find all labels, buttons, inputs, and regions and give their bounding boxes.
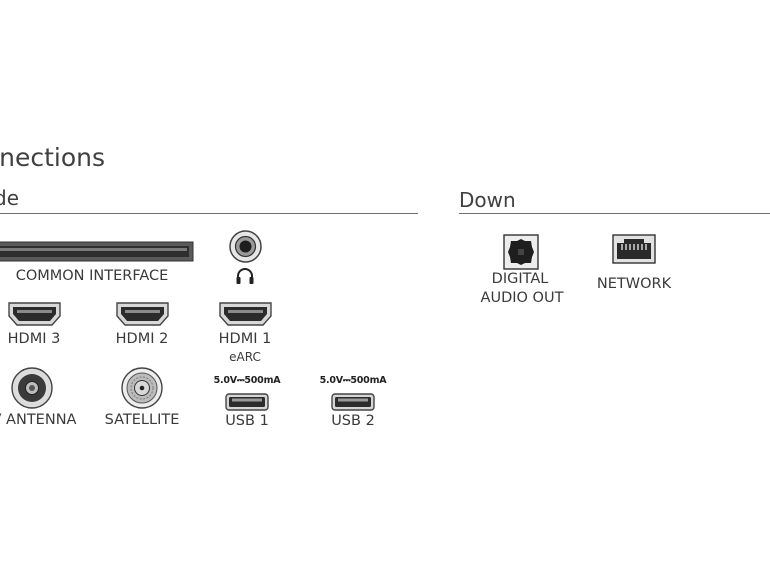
usb-2-spec-label: 5.0V⎓500mA xyxy=(319,375,387,386)
section-down-divider xyxy=(459,213,770,214)
section-side-title: de xyxy=(0,186,19,210)
headphone-icon xyxy=(235,267,255,285)
coax-antenna-icon xyxy=(11,367,53,409)
hdmi-2-label: HDMI 2 xyxy=(115,331,169,347)
common-interface-label: COMMON INTERFACE xyxy=(15,268,169,284)
network-label: NETWORK xyxy=(596,276,672,292)
section-side-divider xyxy=(0,213,418,214)
hdmi-3-label: HDMI 3 xyxy=(7,331,61,347)
usb-1-port-icon xyxy=(225,393,269,411)
antenna-label: V ANTENNA xyxy=(0,412,77,428)
headphone-jack-icon xyxy=(229,230,262,263)
usb-2-label: USB 2 xyxy=(331,413,375,429)
ethernet-port-icon xyxy=(612,234,656,264)
hdmi-1-port-icon xyxy=(219,302,272,326)
satellite-label: SATELLITE xyxy=(104,412,180,428)
hdmi-3-port-icon xyxy=(8,302,61,326)
digital-audio-label-line2: AUDIO OUT xyxy=(480,290,564,306)
f-connector-icon xyxy=(121,367,163,409)
hdmi-2-port-icon xyxy=(116,302,169,326)
hdmi-1-earc-label: eARC xyxy=(229,350,261,364)
page-title: onnections xyxy=(0,143,106,172)
optical-port-icon xyxy=(503,234,539,270)
usb-1-label: USB 1 xyxy=(225,413,269,429)
digital-audio-label-line1: DIGITAL xyxy=(491,271,549,287)
hdmi-1-label: HDMI 1 xyxy=(218,331,272,347)
usb-1-spec-label: 5.0V⎓500mA xyxy=(213,375,281,386)
common-interface-slot-icon xyxy=(0,241,194,263)
section-down-title: Down xyxy=(459,188,516,212)
usb-2-port-icon xyxy=(331,393,375,411)
